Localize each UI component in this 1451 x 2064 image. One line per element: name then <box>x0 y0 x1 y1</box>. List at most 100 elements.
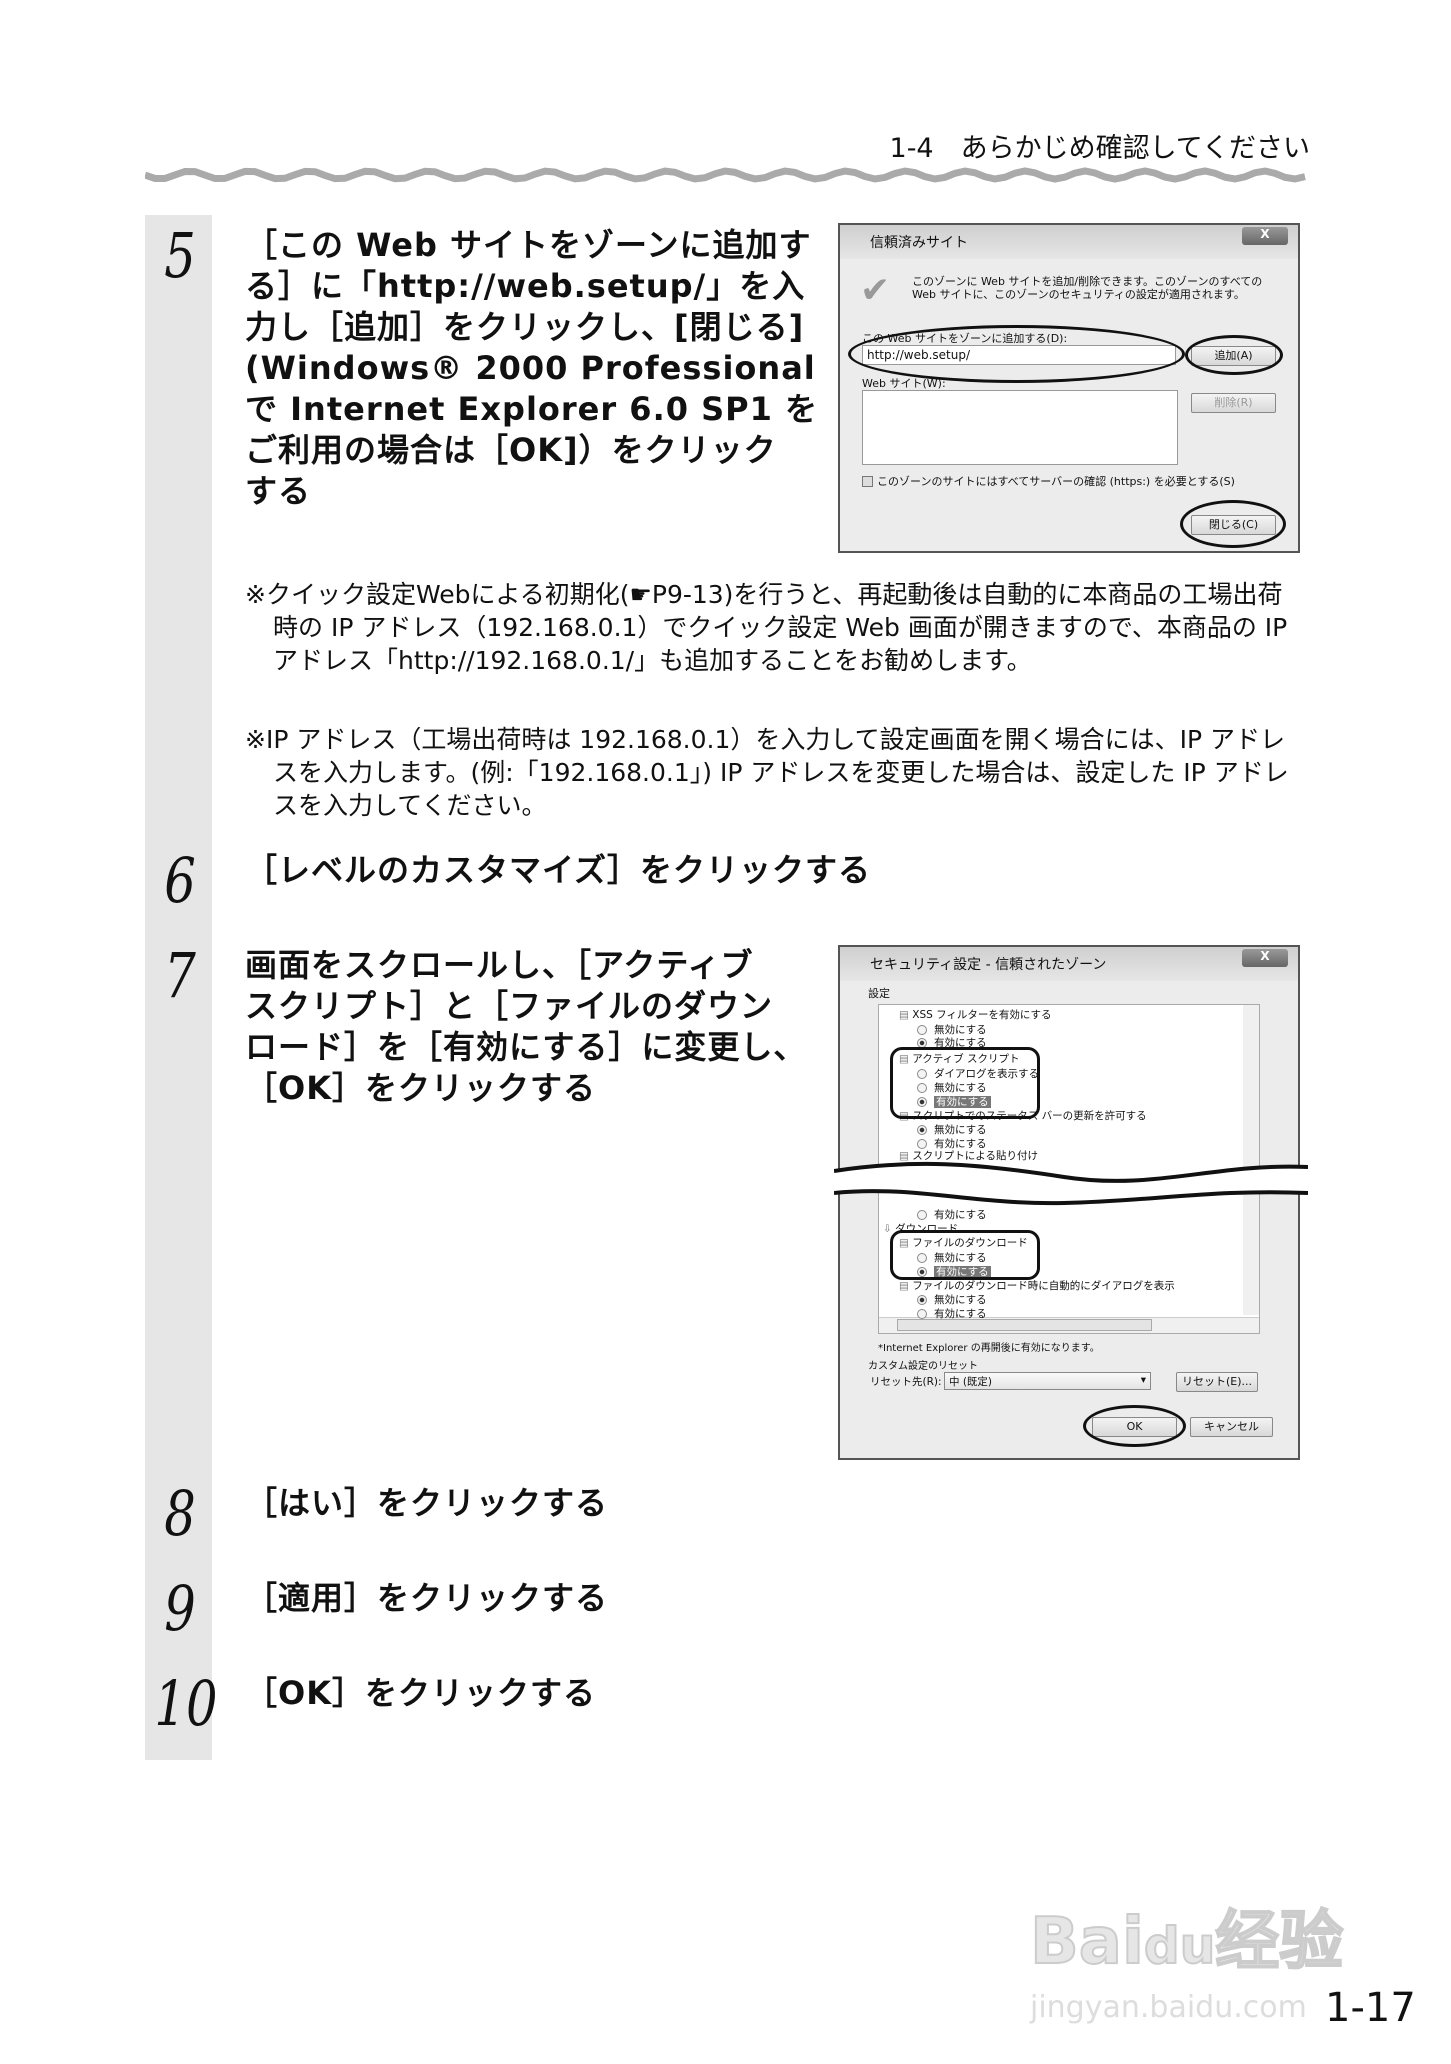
step-number: 8 <box>164 1477 196 1550</box>
scroll-break-wave <box>834 1161 1308 1206</box>
radio-button[interactable] <box>917 1253 927 1263</box>
radio-button[interactable] <box>917 1083 927 1093</box>
sites-label: Web サイト(W): <box>862 377 946 390</box>
row-label: 有効にする <box>934 1266 991 1278</box>
radio-option[interactable]: 無効にする <box>917 1022 987 1037</box>
radio-option[interactable]: 有効にする <box>917 1264 991 1279</box>
dialog-title: 信頼済みサイト <box>870 235 968 251</box>
https-label: このゾーンのサイトにはすべてサーバーの確認 (https:) を必要とする(S) <box>877 475 1235 488</box>
step-text: ［OK］をクリックする <box>245 1673 596 1714</box>
script-icon: ▤ <box>899 1053 913 1065</box>
setting-item[interactable]: ▤ XSS フィルターを有効にする <box>899 1007 1052 1022</box>
step-line: ［レベルのカスタマイズ］をクリックする <box>245 851 872 889</box>
highlight-ellipse <box>1180 500 1286 548</box>
setting-item[interactable]: ▤ ファイルのダウンロード時に自動的にダイアログを表示 <box>899 1278 1175 1293</box>
step-text: ［この Web サイトをゾーンに追加する］に「http://web.setup/… <box>245 225 818 512</box>
radio-option[interactable]: 有効にする <box>917 1207 987 1222</box>
radio-option[interactable]: 有効にする <box>917 1136 987 1151</box>
reset-button[interactable]: リセット(E)... <box>1176 1372 1258 1392</box>
radio-option[interactable]: 有効にする <box>917 1094 991 1109</box>
row-label: ダイアログを表示する <box>934 1068 1039 1080</box>
close-icon[interactable]: X <box>1242 949 1288 967</box>
step-text: ［はい］をクリックする <box>245 1483 608 1524</box>
step-number: 5 <box>164 219 196 292</box>
script-icon: ▤ <box>899 1150 913 1162</box>
row-label: アクティブ スクリプト <box>912 1053 1020 1065</box>
radio-button[interactable] <box>917 1210 927 1220</box>
radio-button[interactable] <box>917 1139 927 1149</box>
radio-button[interactable] <box>917 1069 927 1079</box>
horizontal-scrollbar[interactable] <box>879 1317 1259 1333</box>
checkmark-icon: ✔ <box>860 270 891 311</box>
radio-button[interactable] <box>917 1309 927 1319</box>
radio-button[interactable] <box>917 1295 927 1305</box>
row-label: 有効にする <box>934 1096 991 1108</box>
setting-item[interactable]: ▤ スクリプトによる貼り付け <box>899 1148 1038 1163</box>
row-label: 有効にする <box>934 1037 987 1049</box>
reset-to-label: リセット先(R): <box>870 1376 942 1388</box>
radio-option[interactable]: 有効にする <box>917 1306 987 1321</box>
row-label: ファイルのダウンロード <box>912 1237 1028 1249</box>
row-label: 無効にする <box>934 1252 987 1264</box>
row-label: XSS フィルターを有効にする <box>912 1009 1052 1021</box>
radio-option[interactable]: 無効にする <box>917 1250 987 1265</box>
row-label: 有効にする <box>934 1308 987 1320</box>
step-line: ［適用］をクリックする <box>245 1579 609 1617</box>
radio-option[interactable]: ダイアログを表示する <box>917 1066 1039 1081</box>
sites-list[interactable] <box>862 390 1178 465</box>
close-icon[interactable]: X <box>1242 227 1288 245</box>
radio-button[interactable] <box>917 1267 927 1277</box>
row-label: スクリプトによる貼り付け <box>912 1150 1038 1162</box>
script-icon: ▤ <box>899 1280 913 1292</box>
download-icon: ⇩ <box>883 1223 896 1235</box>
dialog-title: セキュリティ設定 - 信頼されたゾーン <box>870 957 1107 973</box>
note: ※IP アドレス（工場出荷時は 192.168.0.1）を入力して設定画面を開く… <box>245 725 1289 820</box>
radio-button[interactable] <box>917 1097 927 1107</box>
highlight-box <box>890 1047 1040 1119</box>
wavy-divider <box>145 167 1306 183</box>
reset-value: 中 (既定) <box>949 1376 993 1388</box>
step-number: 10 <box>154 1667 218 1740</box>
step-line: で Internet Explorer 6.0 SP1 を <box>245 390 819 428</box>
restart-note: *Internet Explorer の再開後に有効になります。 <box>878 1343 1100 1354</box>
step-line: 力し［追加］をクリックし、[閉じる] <box>245 308 805 346</box>
setting-item[interactable]: ▤ アクティブ スクリプト <box>899 1051 1019 1066</box>
step-number: 9 <box>164 1572 196 1645</box>
step-line: する <box>245 472 312 510</box>
watermark-logo: Baidu经验 <box>1029 1904 1344 1980</box>
highlight-ellipse <box>1083 1405 1186 1447</box>
row-label: 有効にする <box>934 1209 987 1221</box>
vertical-scrollbar[interactable] <box>1243 1005 1259 1315</box>
row-label: 無効にする <box>934 1024 987 1036</box>
step-line: ［この Web サイトをゾーンに追加す <box>245 226 812 264</box>
radio-option[interactable]: 無効にする <box>917 1292 987 1307</box>
step-line: スクリプト］と［ファイルのダウン <box>245 987 774 1025</box>
step-line: 画面をスクロールし、［アクティブ <box>245 946 754 984</box>
radio-option[interactable]: 無効にする <box>917 1122 987 1137</box>
step-line: ロード］を［有効にする］に変更し、 <box>245 1028 807 1066</box>
remove-button[interactable]: 削除(R) <box>1191 393 1276 413</box>
cancel-button[interactable]: キャンセル <box>1190 1417 1273 1437</box>
radio-button[interactable] <box>917 1125 927 1135</box>
row-label: 無効にする <box>934 1124 987 1136</box>
radio-button[interactable] <box>917 1025 927 1035</box>
step-number: 7 <box>164 939 196 1012</box>
step-line: ［はい］をクリックする <box>245 1484 609 1522</box>
reset-level-select[interactable]: 中 (既定) ▾ <box>944 1372 1151 1390</box>
row-label: 無効にする <box>934 1082 987 1094</box>
radio-option[interactable]: 無効にする <box>917 1080 987 1095</box>
step-text: ［レベルのカスタマイズ］をクリックする <box>245 850 871 891</box>
setting-item[interactable]: ▤ ファイルのダウンロード <box>899 1235 1028 1250</box>
chevron-down-icon: ▾ <box>1140 1374 1146 1386</box>
step-line: (Windows® 2000 Professional <box>245 349 816 387</box>
step-number: 6 <box>164 844 196 917</box>
watermark-url: jingyan.baidu.com <box>1030 1990 1307 2025</box>
https-checkbox[interactable] <box>862 475 873 487</box>
step-text: 画面をスクロールし、［アクティブスクリプト］と［ファイルのダウンロード］を［有効… <box>245 945 806 1109</box>
step-text: ［適用］をクリックする <box>245 1578 608 1619</box>
note: ※クイック設定Webによる初期化(☛P9-13)を行うと、再起動後は自動的に本商… <box>245 580 1288 675</box>
script-icon: ▤ <box>899 1237 913 1249</box>
row-label: 有効にする <box>934 1138 987 1150</box>
